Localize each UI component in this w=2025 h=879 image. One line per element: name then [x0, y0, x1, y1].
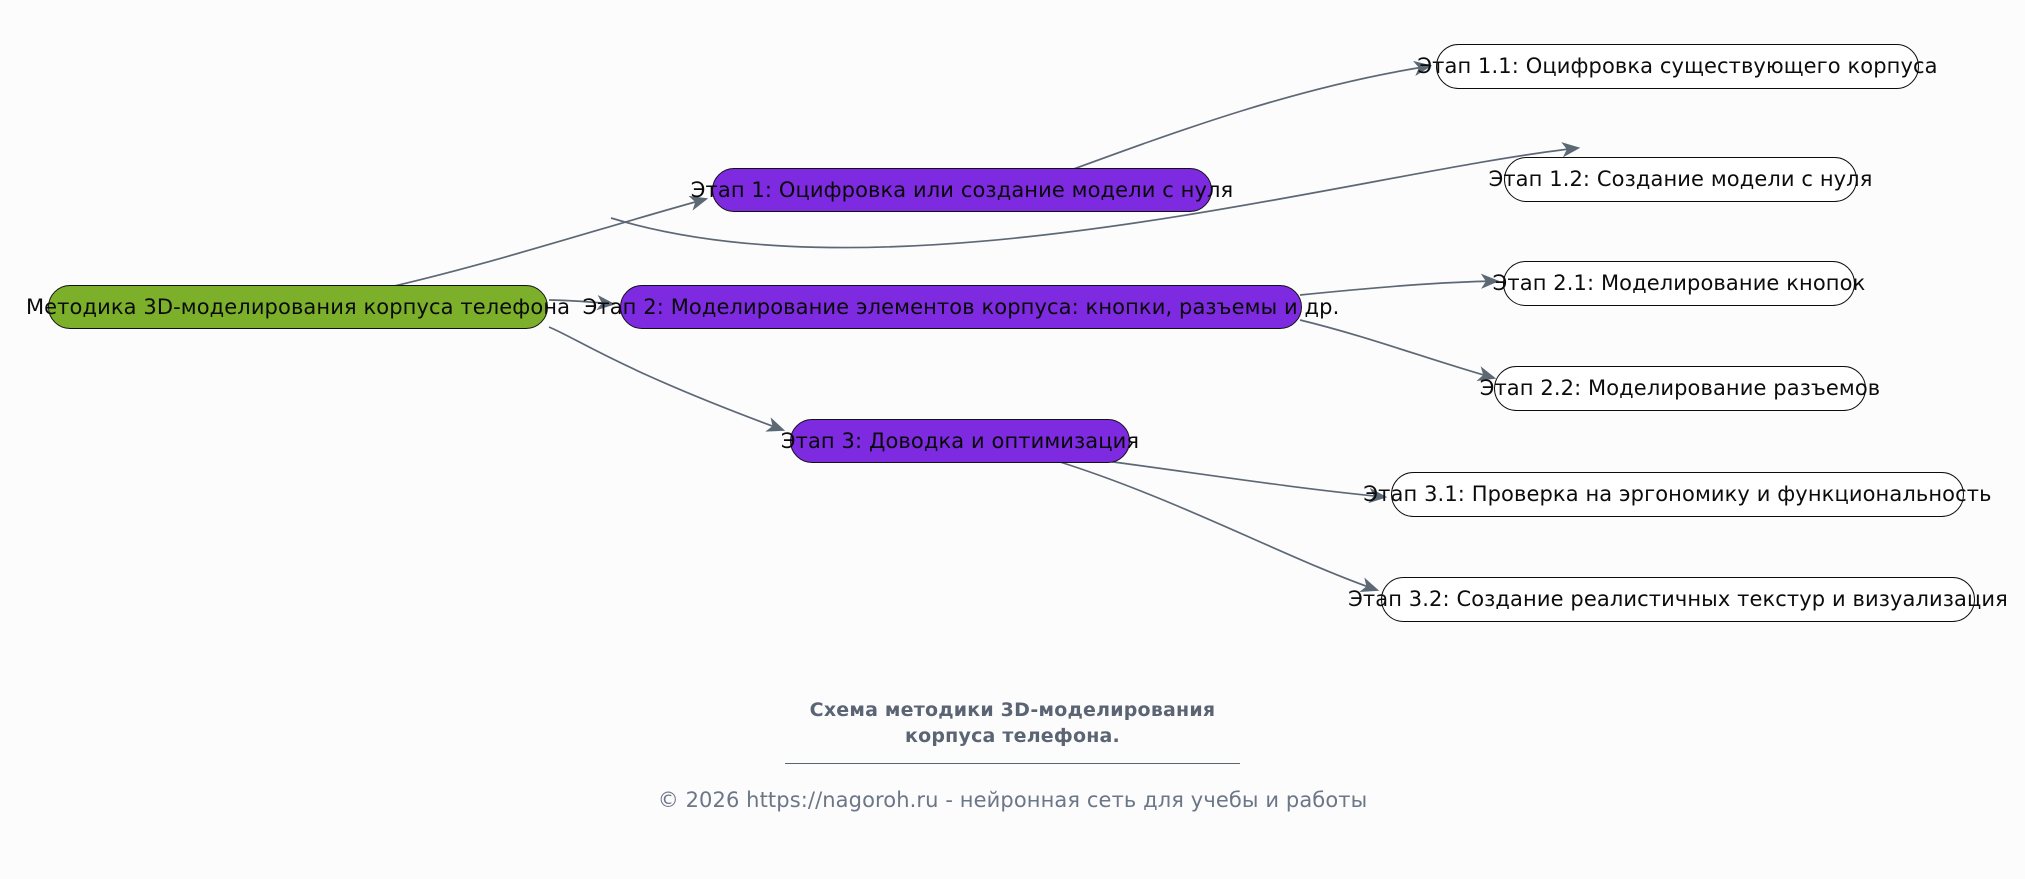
node-stage-3-label: Этап 3: Доводка и оптимизация: [780, 428, 1140, 453]
edge-stage3-stage3_2: [1059, 461, 1380, 592]
node-stage-2-2-label: Этап 2.2: Моделирование разъемов: [1479, 376, 1881, 400]
edge-stage2-stage2_2: [1299, 319, 1497, 382]
caption-block: Схема методики 3D-моделирования корпуса …: [0, 698, 2025, 812]
node-stage-2[interactable]: Этап 2: Моделирование элементов корпуса:…: [583, 285, 1339, 329]
node-stage-3[interactable]: Этап 3: Доводка и оптимизация: [781, 419, 1139, 463]
node-stage-1[interactable]: Этап 1: Оцифровка или создание модели с …: [691, 168, 1233, 212]
edge-root-stage1: [362, 195, 709, 294]
node-root-label: Методика 3D-моделирования корпуса телефо…: [25, 294, 571, 319]
node-stage-2-2[interactable]: Этап 2.2: Моделирование разъемов: [1480, 366, 1880, 411]
node-stage-1-label: Этап 1: Оцифровка или создание модели с …: [690, 177, 1234, 202]
node-stage-3-1[interactable]: Этап 3.1: Проверка на эргономику и функц…: [1363, 472, 1991, 517]
node-stage-2-1-label: Этап 2.1: Моделирование кнопок: [1492, 271, 1866, 295]
node-stage-1-1-label: Этап 1.1: Оцифровка существующего корпус…: [1417, 54, 1938, 78]
caption-title: Схема методики 3D-моделирования корпуса …: [809, 699, 1216, 747]
node-stage-3-2[interactable]: Этап 3.2: Создание реалистичных текстур …: [1348, 577, 2008, 622]
edge-stage2-stage2_1: [1299, 273, 1500, 296]
node-root[interactable]: Методика 3D-моделирования корпуса телефо…: [26, 285, 570, 329]
node-stage-3-1-label: Этап 3.1: Проверка на эргономику и функц…: [1363, 482, 1992, 506]
node-stage-1-2[interactable]: Этап 1.2: Создание модели с нуля: [1489, 157, 1872, 202]
node-stage-3-2-label: Этап 3.2: Создание реалистичных текстур …: [1348, 587, 2008, 611]
node-stage-1-2-label: Этап 1.2: Создание модели с нуля: [1488, 167, 1873, 191]
node-stage-1-1[interactable]: Этап 1.1: Оцифровка существующего корпус…: [1417, 44, 1938, 89]
node-stage-2-1[interactable]: Этап 2.1: Моделирование кнопок: [1493, 261, 1865, 306]
copyright-text: © 2026 https://nagoroh.ru - нейронная се…: [657, 788, 1368, 813]
node-stage-2-label: Этап 2: Моделирование элементов корпуса:…: [582, 294, 1340, 319]
caption-divider: [785, 763, 1240, 765]
edge-stage1-stage1_1: [1059, 60, 1433, 175]
edge-root-stage3: [548, 326, 786, 432]
